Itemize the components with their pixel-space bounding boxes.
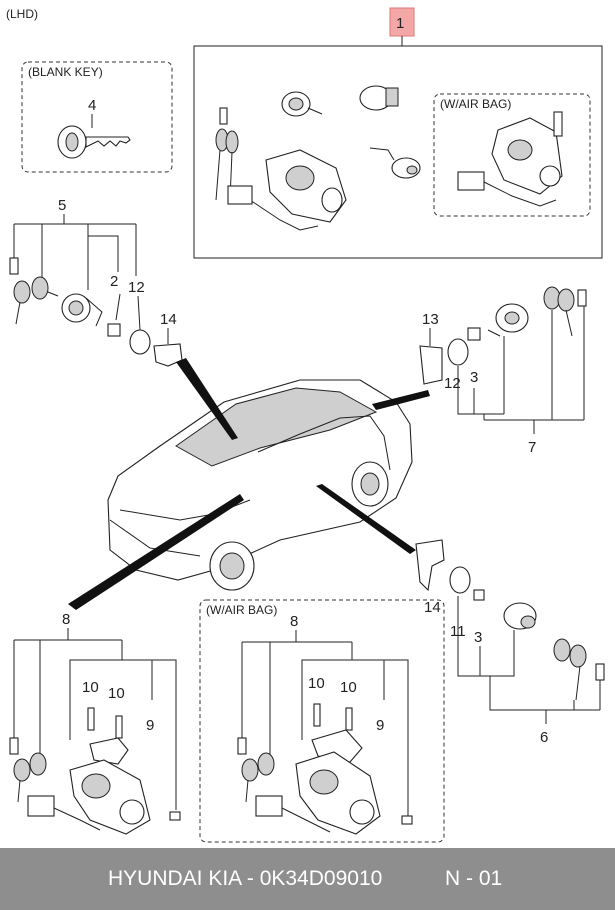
key-cylinder-icon [369,147,421,179]
air-bag-set-frame [199,599,445,843]
lower-retainer-icon [473,589,485,601]
ignition-lock-assembly-icon [227,149,347,231]
left-gasket-ring-icon [129,329,151,355]
right-gasket-ring-icon [447,338,469,366]
left-clip-icon [153,343,183,367]
callout-6: 6 [540,729,548,746]
callout-10-c: 10 [308,675,325,692]
air-bag-label-bottom: (W/AIR BAG) [206,603,277,617]
air-bag-ignition-assembly-icon [457,111,563,207]
right-door-cylinder-icon [487,303,529,337]
leader-band-14 [176,358,238,440]
left-retainer-icon [107,323,121,337]
right-clip-icon [419,345,443,385]
lower-gasket-ring-icon [449,566,471,594]
callout-10-a: 10 [82,679,99,696]
region-label: (LHD) [6,7,38,21]
lower-left-ignition-assembly-icon [27,707,181,835]
blank-key-icon [57,125,131,159]
footer-page-code: N - 01 [445,867,503,890]
trunk-lock-cylinder-icon [359,85,399,111]
callout-4: 4 [88,97,96,114]
left-key-set-icon [9,257,59,325]
left-door-cylinder-icon [61,293,103,327]
air-bag-kit-frame [433,93,591,217]
leader-band-right [316,484,416,554]
air-bag-lower-key-set-icon [237,737,275,803]
callout-1: 1 [396,15,404,32]
callout-14-top: 14 [160,311,177,328]
callout-2: 2 [110,273,118,290]
door-lock-cylinder-icon [281,91,323,117]
callout-3-bottom: 3 [474,629,482,646]
callout-12-right: 12 [444,375,461,392]
callout-5: 5 [58,197,66,214]
parts-diagram: (LHD) 1 (W/AIR BAG) (BLANK KEY) 4 [6,7,605,843]
lower-left-key-set-icon [9,737,47,803]
air-bag-lower-ignition-assembly-icon [255,703,413,835]
kit-1-frame [193,45,603,259]
callout-9-left: 9 [146,717,154,734]
lower-right-key-set-icon [553,638,605,701]
blank-key-frame [21,61,173,173]
footer-part-number: HYUNDAI KIA - 0K34D09010 [108,867,383,890]
callout-3-top: 3 [470,369,478,386]
footer-bar: HYUNDAI KIA - 0K34D09010 N - 01 [0,848,615,910]
callout-13: 13 [422,311,439,328]
leader-band-8 [68,494,244,610]
lower-right-cylinder-icon [503,602,537,630]
callout-14-bottom: 14 [424,599,441,616]
right-retainer-icon [467,327,481,341]
callout-10-b: 10 [108,685,125,702]
callout-9-right: 9 [376,717,384,734]
callout-12-left: 12 [128,279,145,296]
air-bag-label-top: (W/AIR BAG) [440,97,511,111]
callout-8-right: 8 [290,613,298,630]
callout-8-left: 8 [62,611,70,628]
leader-band-13 [372,390,430,410]
right-key-set-icon [543,286,587,337]
callout-10-d: 10 [340,679,357,696]
lower-right-clip-icon [415,539,445,592]
blank-key-label: (BLANK KEY) [28,65,103,79]
callout-7: 7 [528,439,536,456]
